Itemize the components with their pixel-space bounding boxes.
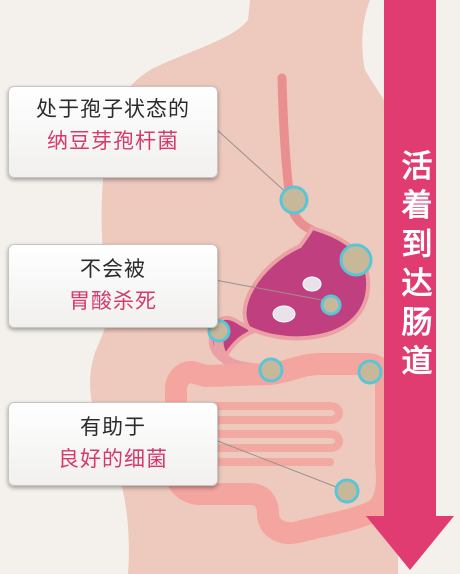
down-arrow: [366, 0, 454, 570]
label-good-line1: 有助于: [80, 415, 146, 439]
arrow-char: 达: [401, 266, 433, 302]
leader-line-acid: [214, 279, 323, 301]
leader-line-spore: [214, 127, 291, 197]
spore-marker: [207, 185, 383, 504]
label-acid-line1: 不会被: [80, 257, 146, 281]
label-stomach-acid: 不会被 胃酸杀死: [8, 244, 218, 328]
label-good-line2: 良好的细菌: [58, 447, 168, 471]
label-spore-line2: 纳豆芽孢杆菌: [47, 129, 179, 153]
label-spore-line1: 处于孢子状态的: [36, 97, 190, 121]
arrow-vertical-text: 活 着 到 达 肠 道: [392, 148, 442, 382]
stomach-bacteria-blob: [272, 276, 342, 323]
leader-line-good: [214, 439, 345, 491]
arrow-char: 着: [401, 188, 433, 224]
arrow-char: 道: [401, 344, 433, 380]
arrow-char: 肠: [401, 305, 433, 341]
arrow-char: 到: [401, 227, 433, 263]
label-acid-line2: 胃酸杀死: [69, 289, 157, 313]
label-spore-state: 处于孢子状态的 纳豆芽孢杆菌: [8, 86, 218, 178]
label-good-bacteria: 有助于 良好的细菌: [8, 402, 218, 486]
arrow-char: 活: [401, 149, 433, 185]
